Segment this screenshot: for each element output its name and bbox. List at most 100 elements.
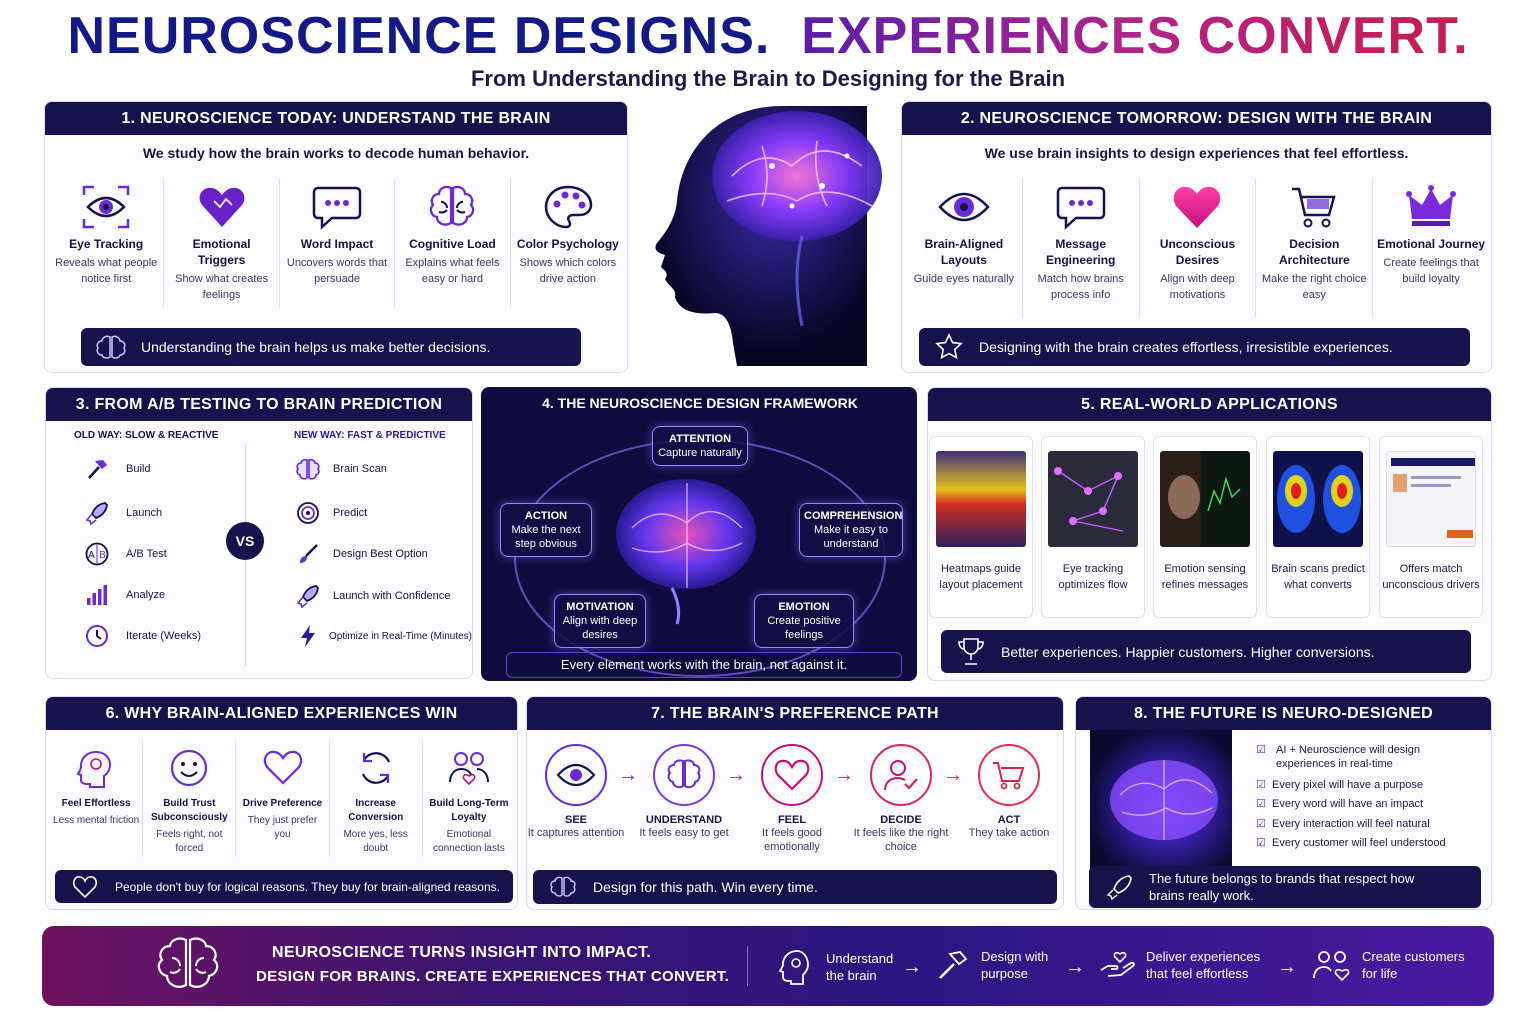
page-title: NEUROSCIENCE DESIGNS. EXPERIENCES CONVER…: [67, 7, 1469, 65]
new-step: Optimize in Real-Time (Minutes): [291, 624, 472, 648]
crown-icon: [1376, 178, 1486, 236]
heart-icon: [167, 178, 275, 236]
rocket-icon: [80, 501, 114, 525]
app-card: Brain scans predict what converts: [1266, 436, 1370, 618]
bar-chart-icon: [80, 584, 114, 606]
old-step: Iterate (Weeks): [80, 624, 201, 648]
footer-line2: DESIGN FOR BRAINS. CREATE EXPERIENCES TH…: [256, 968, 730, 985]
checkbox-icon: ☑: [1256, 818, 1266, 830]
panel-banner: Every element works with the brain, not …: [506, 652, 902, 678]
heart-icon: [1143, 178, 1253, 236]
old-step: Build: [80, 458, 150, 480]
brush-icon: [291, 542, 325, 566]
checkbox-icon: ☑: [1256, 744, 1266, 756]
panel-title: 4. THE NEUROSCIENCE DESIGN FRAMEWORK: [542, 395, 858, 411]
panel-title: 3. FROM A/B TESTING TO BRAIN PREDICTION: [46, 388, 472, 421]
head-brain-icon: [53, 739, 139, 797]
eye-icon: [909, 178, 1019, 236]
arrow-right-icon: →: [902, 956, 922, 978]
refresh-icon: [333, 739, 419, 797]
people-heart-icon: [1313, 951, 1350, 982]
panel-banner: Design for this path. Win every time.: [533, 870, 1057, 904]
brain-icon: [291, 458, 325, 480]
footer-step: Create customers for life: [1312, 948, 1472, 982]
rocket-icon: [291, 584, 325, 608]
brain-outline-icon: [81, 335, 141, 359]
heart-outline-icon: [761, 744, 823, 806]
new-step: Design Best Option: [291, 542, 428, 566]
panel-title: 6. WHY BRAIN-ALIGNED EXPERIENCES WIN: [46, 697, 517, 730]
clock-icon: [80, 624, 114, 648]
panel-banner: Understanding the brain helps us make be…: [81, 328, 581, 366]
footer-step: Understand the brain: [778, 948, 906, 986]
old-way-label: OLD WAY: SLOW & REACTIVE: [74, 430, 219, 441]
heart-outline-icon: [55, 875, 115, 899]
hammer-icon: [939, 951, 968, 979]
smile-icon: [146, 739, 232, 797]
page-subtitle: From Understanding the Brain to Designin…: [470, 66, 1066, 91]
offer-page-image: [1386, 451, 1476, 547]
panel-title: 2. NEUROSCIENCE TOMORROW: DESIGN WITH TH…: [902, 102, 1491, 135]
footer-line1: NEUROSCIENCE TURNS INSIGHT INTO IMPACT.: [272, 944, 652, 961]
panel-banner: Designing with the brain creates effortl…: [919, 328, 1470, 366]
eye-tracking-image: [1048, 451, 1138, 547]
arrow-right-icon: →: [1065, 956, 1085, 978]
old-step: Analyze: [80, 584, 165, 606]
heart-outline-icon: [239, 739, 325, 797]
checkbox-icon: ☑: [1256, 798, 1266, 810]
app-card: Eye tracking optimizes flow: [1041, 436, 1145, 618]
panel-neuroscience-tomorrow: 2. NEUROSCIENCE TOMORROW: DESIGN WITH TH…: [901, 101, 1492, 373]
svg-text:A: A: [88, 550, 95, 561]
heatmap-image: [936, 451, 1026, 547]
footer-step: Deliver experiences that feel effortless: [1098, 948, 1276, 982]
rocket-icon: [1089, 873, 1149, 901]
lightning-icon: [291, 624, 325, 648]
panel-neuroscience-today: 1. NEUROSCIENCE TODAY: UNDERSTAND THE BR…: [44, 101, 628, 373]
checkbox-icon: ☑: [1256, 779, 1266, 791]
checkbox-icon: ☑: [1256, 837, 1266, 849]
panel-design-framework: 4. THE NEUROSCIENCE DESIGN FRAMEWORK ATT…: [481, 387, 917, 681]
panel-why-brain-aligned: 6. WHY BRAIN-ALIGNED EXPERIENCES WIN Fee…: [45, 696, 518, 910]
brain-icon: [398, 178, 506, 236]
person-check-icon: [870, 744, 932, 806]
shopping-cart-icon: [1259, 178, 1369, 236]
svg-text:B: B: [99, 550, 106, 561]
target-icon: [291, 501, 325, 525]
panel-title: 8. THE FUTURE IS NEURO-DESIGNED: [1076, 697, 1491, 730]
new-way-label: NEW WAY: FAST & PREDICTIVE: [294, 430, 446, 441]
people-icon: [426, 739, 512, 797]
emotion-sensing-image: [1160, 451, 1250, 547]
trophy-icon: [941, 636, 1001, 668]
eye-icon: [545, 744, 607, 806]
panel-lead: We study how the brain works to decode h…: [142, 145, 530, 161]
arrow-right-icon: →: [943, 764, 963, 786]
palette-icon: [514, 178, 622, 236]
panel-banner: People don't buy for logical reasons. Th…: [55, 870, 513, 903]
new-step: Predict: [291, 501, 367, 525]
brain-scan-image: [1273, 451, 1363, 547]
hand-heart-icon: [1100, 951, 1135, 977]
speech-bubble-icon: [1026, 178, 1136, 236]
brain-outline-icon: [154, 936, 222, 1001]
hammer-icon: [80, 458, 114, 480]
future-item: ☑ Every pixel will have a purpose: [1256, 779, 1424, 791]
panel-banner: Better experiences. Happier customers. H…: [941, 630, 1471, 673]
